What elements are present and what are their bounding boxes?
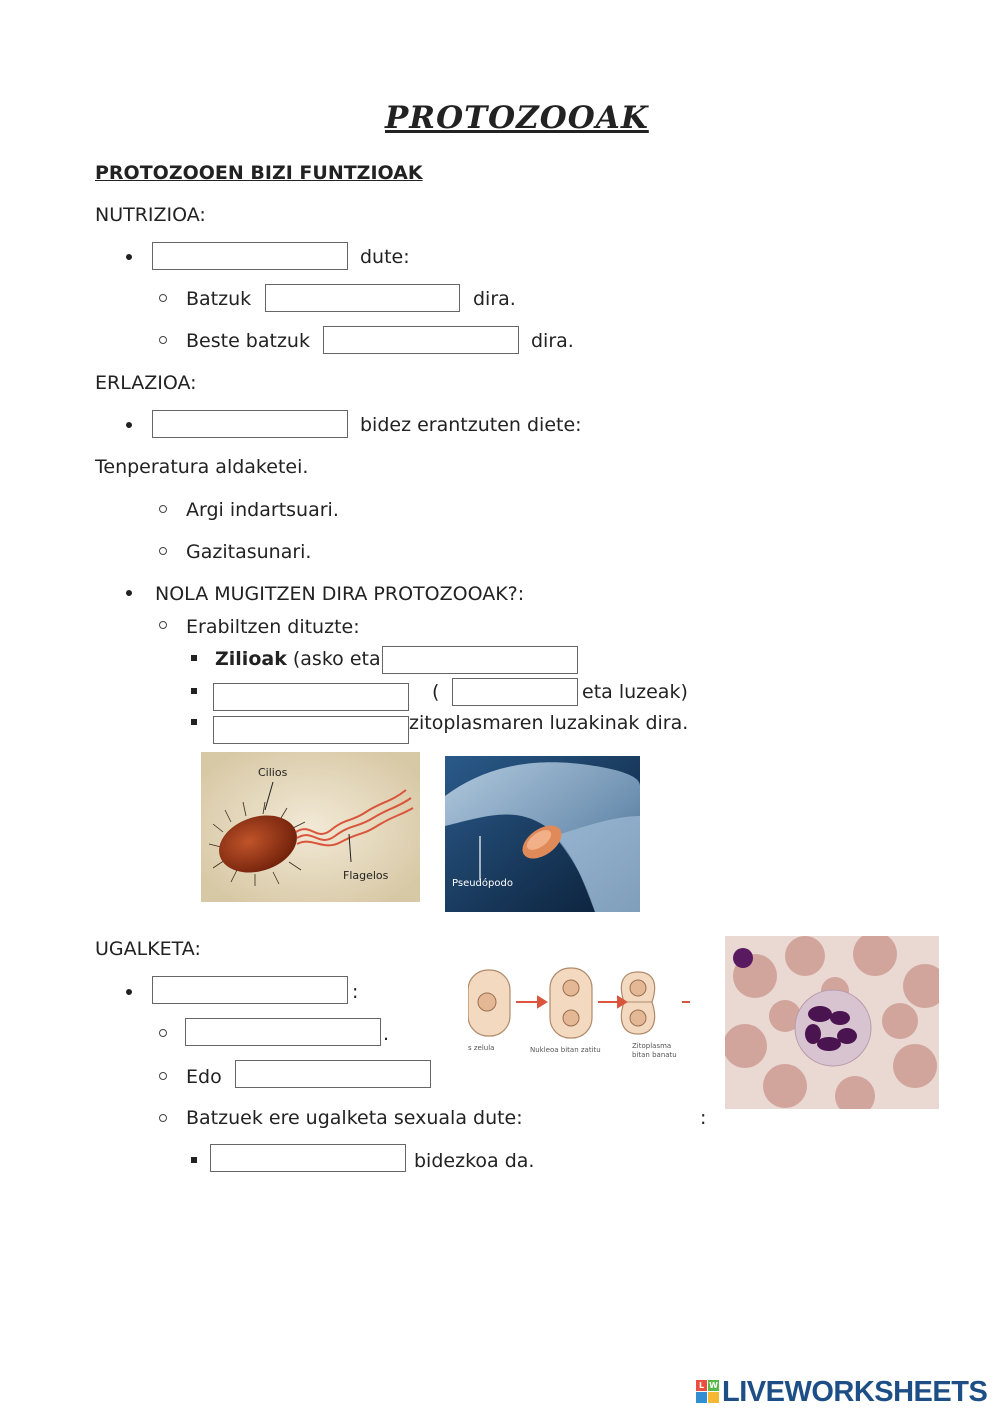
- bullet: [126, 422, 132, 428]
- bullet: [159, 621, 167, 629]
- flagelo-after: eta luzeak): [582, 681, 688, 703]
- bullet: [126, 590, 132, 596]
- erlazioa-item-2: Argi indartsuari.: [186, 499, 339, 521]
- zilioak-label: Zilioak (asko eta: [215, 648, 381, 670]
- bullet: [159, 1029, 167, 1037]
- erlazioa-item-1: Tenperatura aldaketei.: [95, 456, 309, 478]
- logo-letter-l: L: [696, 1380, 707, 1391]
- zilioak-answer[interactable]: [382, 646, 578, 674]
- erlazioa-answer-1[interactable]: [152, 410, 348, 438]
- mugimendua-sub: Erabiltzen dituzte:: [186, 616, 360, 638]
- cilia-label: Cilios: [258, 766, 288, 779]
- ugalketa-answer-4[interactable]: [210, 1144, 406, 1172]
- nutrizioa-line2-after: dira.: [473, 288, 516, 310]
- nutrizioa-answer-3[interactable]: [323, 326, 519, 354]
- flagelo-answer-1[interactable]: [213, 683, 409, 711]
- erlazioa-label: ERLAZIOA:: [95, 372, 197, 394]
- fission-label-3a: Zitoplasma: [632, 1042, 672, 1050]
- pseudopod-illustration: [445, 756, 640, 912]
- bullet: [191, 655, 197, 661]
- logo-icon: L W: [696, 1380, 720, 1404]
- ugalketa-line4-colon: :: [700, 1107, 707, 1129]
- ugalketa-answer-2[interactable]: [185, 1018, 381, 1046]
- fission-label-1: s zelula: [468, 1044, 495, 1052]
- logo-square-blue: [696, 1392, 707, 1403]
- zilioak-bold: Zilioak: [215, 648, 287, 670]
- logo-letter-w: W: [708, 1380, 719, 1391]
- bullet: [159, 1114, 167, 1122]
- nutrizioa-line1-text: dute:: [360, 246, 410, 268]
- bullet: [191, 688, 197, 694]
- nutrizioa-answer-2[interactable]: [265, 284, 460, 312]
- nutrizioa-line2-before: Batzuk: [186, 288, 252, 310]
- ugalketa-answer-3[interactable]: [235, 1060, 431, 1088]
- ugalketa-answer-1[interactable]: [152, 976, 348, 1004]
- bullet: [159, 336, 167, 344]
- ugalketa-line1-colon: :: [352, 981, 359, 1003]
- nutrizioa-line3-after: dira.: [531, 330, 574, 352]
- erlazioa-line1-text: bidez erantzuten diete:: [360, 414, 582, 436]
- blood-cells-illustration: [725, 936, 939, 1109]
- ugalketa-line3-before: Edo: [186, 1066, 222, 1088]
- binary-fission-image: s zelula Nukleoa bitan zatitu Zitoplasma…: [468, 964, 698, 1064]
- logo-square-yellow: [708, 1392, 719, 1403]
- bullet: [159, 1072, 167, 1080]
- bullet: [126, 989, 132, 995]
- bullet: [191, 719, 197, 725]
- section-heading: PROTOZOOEN BIZI FUNTZIOAK: [95, 162, 423, 184]
- pseudopod-label: Pseudópodo: [452, 878, 513, 889]
- flagella-label: Flagelos: [343, 869, 389, 882]
- fission-label-3b: bitan banatu: [632, 1051, 677, 1059]
- ugalketa-label: UGALKETA:: [95, 938, 201, 960]
- bacterium-illustration: [201, 752, 420, 902]
- ugalketa-line5-after: bidezkoa da.: [414, 1150, 535, 1172]
- ugalketa-line2-dot: .: [383, 1023, 390, 1045]
- binary-fission-illustration: [468, 967, 690, 1039]
- flagelo-answer-2[interactable]: [452, 678, 578, 706]
- nutrizioa-answer-1[interactable]: [152, 242, 348, 270]
- zilioak-rest: (asko eta: [292, 648, 381, 670]
- bullet: [159, 294, 167, 302]
- bullet: [191, 1157, 197, 1163]
- page-title: PROTOZOOAK: [385, 100, 649, 136]
- bullet: [159, 505, 167, 513]
- pseudopod-image: Pseudópodo: [445, 756, 640, 912]
- open-paren: (: [432, 681, 440, 703]
- erlazioa-item-3: Gazitasunari.: [186, 541, 312, 563]
- nutrizioa-line3-before: Beste batzuk: [186, 330, 310, 352]
- pseudopodo-after: zitoplasmaren luzakinak dira.: [409, 712, 689, 734]
- mugimendua-question: NOLA MUGITZEN DIRA PROTOZOOAK?:: [155, 583, 525, 605]
- blood-cells-image: [725, 936, 939, 1109]
- bullet: [126, 254, 132, 260]
- nutrizioa-label: NUTRIZIOA:: [95, 204, 206, 226]
- fission-label-2: Nukleoa bitan zatitu: [530, 1046, 601, 1054]
- ugalketa-line4: Batzuek ere ugalketa sexuala dute:: [186, 1107, 523, 1129]
- bullet: [159, 547, 167, 555]
- cilia-flagella-image: Cilios Flagelos: [201, 752, 420, 902]
- logo-text: LIVEWORKSHEETS: [722, 1376, 988, 1408]
- pseudopodo-answer[interactable]: [213, 716, 409, 744]
